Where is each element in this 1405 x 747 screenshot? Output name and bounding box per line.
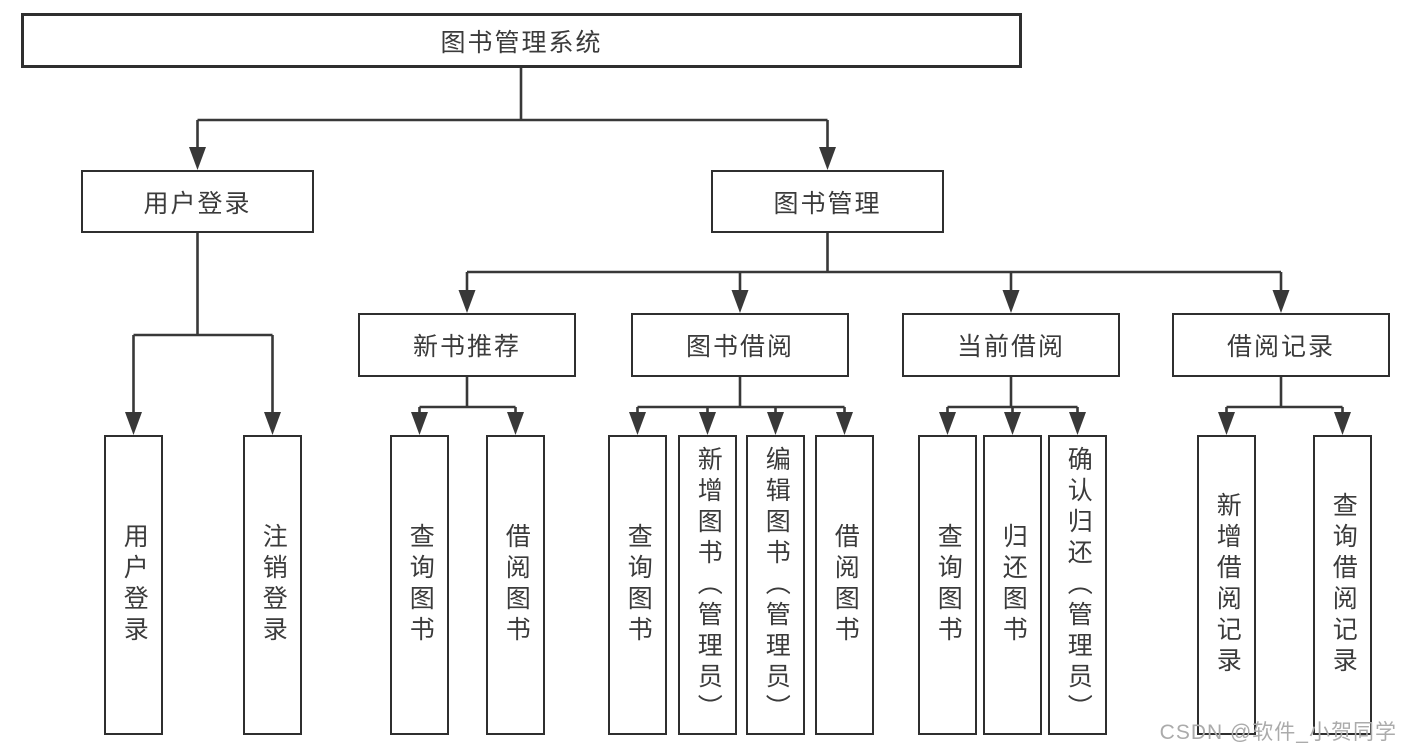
leaf-borrow-books-borrowing: 借阅图书 [815,435,874,735]
node-current-borrowing: 当前借阅 [902,313,1120,377]
leaf-query-borrow-record: 查询借阅记录 [1313,435,1372,735]
arrow-down-icon [1004,407,1021,435]
leaf-edit-books-admin: 编辑图书（管理员） [746,435,805,735]
node-book-management: 图书管理 [711,170,944,233]
node-new-book-recommendation: 新书推荐 [358,313,576,377]
leaf-borrow-books-recommend: 借阅图书 [486,435,545,735]
arrow-down-icon [819,120,836,170]
arrow-down-icon [767,407,784,435]
node-borrowing-records: 借阅记录 [1172,313,1390,377]
arrow-down-icon [1334,407,1351,435]
arrow-down-icon [125,335,142,435]
arrow-down-icon [411,407,428,435]
leaf-add-books-admin: 新增图书（管理员） [678,435,737,735]
arrow-down-icon [939,407,956,435]
arrow-down-icon [458,272,476,313]
arrow-down-icon [1272,272,1290,313]
arrow-down-icon [836,407,853,435]
leaf-user-login: 用户登录 [104,435,163,735]
node-user-login: 用户登录 [81,170,314,233]
arrow-down-icon [264,335,281,435]
arrow-down-icon [507,407,524,435]
leaf-add-borrow-record: 新增借阅记录 [1197,435,1256,735]
arrow-down-icon [1069,407,1086,435]
arrow-down-icon [1218,407,1235,435]
arrow-down-icon [699,407,716,435]
leaf-query-books-recommend: 查询图书 [390,435,449,735]
node-library-management-system: 图书管理系统 [21,13,1022,68]
leaf-return-books: 归还图书 [983,435,1042,735]
arrow-down-icon [189,120,206,170]
arrow-down-icon [731,272,749,313]
csdn-watermark: CSDN @软件_小贺同学 [1159,721,1397,744]
arrow-down-icon [1002,272,1020,313]
node-book-borrowing: 图书借阅 [631,313,849,377]
leaf-query-books-borrowing: 查询图书 [608,435,667,735]
arrow-down-icon [629,407,646,435]
leaf-logout-login: 注销登录 [243,435,302,735]
leaf-confirm-return-admin: 确认归还（管理员） [1048,435,1107,735]
leaf-query-books-current: 查询图书 [918,435,977,735]
